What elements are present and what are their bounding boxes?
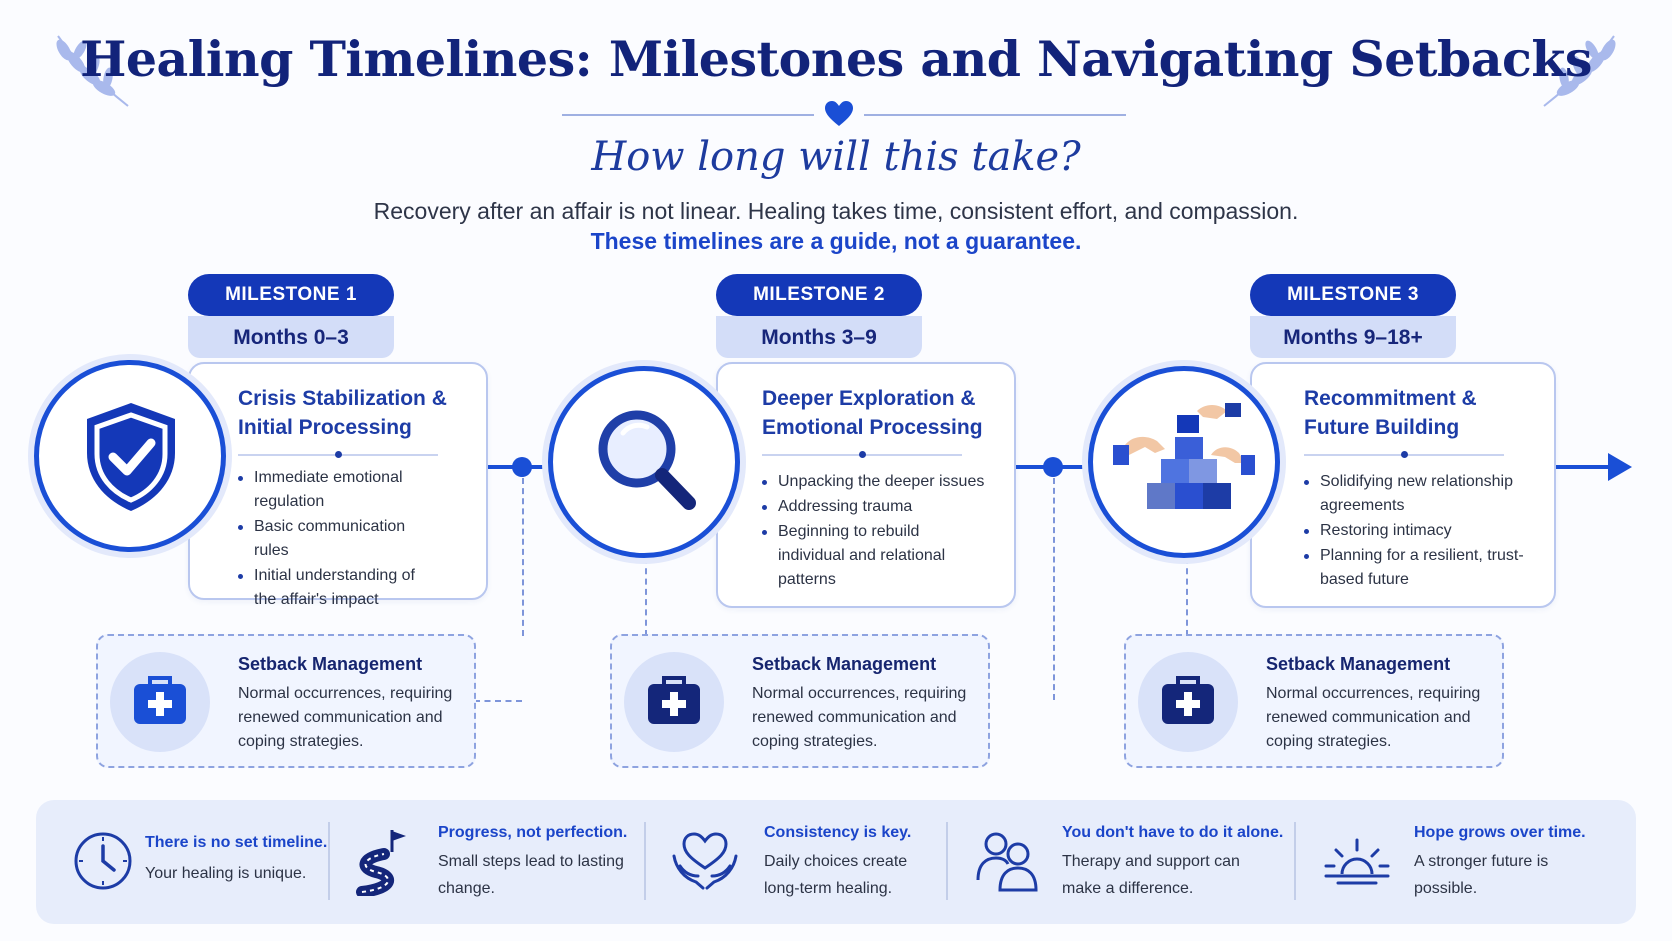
milestone-1-period: Months 0–3 xyxy=(188,316,394,358)
title-divider-left xyxy=(562,114,814,116)
list-item: Beginning to rebuild individual and rela… xyxy=(762,520,987,592)
magnifying-glass-icon xyxy=(598,410,696,510)
tip-2-title: Progress, not perfection. xyxy=(438,824,628,841)
title-divider-right xyxy=(864,114,1126,116)
milestone-2-title-line2: Emotional Processing xyxy=(762,416,983,439)
timeline-arrowhead xyxy=(1608,453,1632,481)
setback-box-3: Setback Management Normal occurrences, r… xyxy=(1124,634,1504,768)
setback-2-title: Setback Management xyxy=(752,654,937,674)
first-aid-kit-icon xyxy=(648,676,700,724)
tip-3-title: Consistency is key. xyxy=(764,824,912,841)
list-item: Immediate emotional regulation xyxy=(238,466,438,514)
milestone-3-icon-circle xyxy=(1088,366,1280,558)
laurel-left-icon xyxy=(56,35,129,107)
setback-2-text: Normal occurrences, requiring renewed co… xyxy=(752,685,967,750)
connector-dash xyxy=(474,700,522,702)
list-item: Initial understanding of the affair's im… xyxy=(238,564,438,612)
sunrise-icon xyxy=(1324,838,1390,885)
milestone-3-title-line1: Recommitment & xyxy=(1304,387,1477,410)
tips-divider xyxy=(328,822,330,900)
timeline-segment-3 xyxy=(1556,465,1612,469)
tip-4-text: Therapy and support can make a differenc… xyxy=(1062,853,1240,897)
tips-divider xyxy=(644,822,646,900)
page-subtitle: How long will this take? xyxy=(591,134,1081,180)
milestone-2-title-line1: Deeper Exploration & xyxy=(762,387,976,410)
setback-box-2: Setback Management Normal occurrences, r… xyxy=(610,634,990,768)
milestone-1-icon-circle xyxy=(34,360,226,552)
tips-divider xyxy=(946,822,948,900)
milestone-1-title: Crisis Stabilization & Initial Processin… xyxy=(238,384,447,442)
tip-5-text: A stronger future is possible. xyxy=(1414,853,1549,897)
milestone-3-label: MILESTONE 3 xyxy=(1250,274,1456,316)
milestone-3-card: Recommitment & Future Building Solidifyi… xyxy=(1250,362,1556,608)
milestone-2-label: MILESTONE 2 xyxy=(716,274,922,316)
setback-3-icon-circle xyxy=(1138,652,1238,752)
setback-1-text: Normal occurrences, requiring renewed co… xyxy=(238,685,453,750)
connector-dash xyxy=(522,478,524,636)
milestone-1-title-line2: Initial Processing xyxy=(238,416,412,439)
milestone-2-icon-circle xyxy=(548,366,740,558)
milestone-2-title: Deeper Exploration & Emotional Processin… xyxy=(762,384,983,442)
milestone-2-bullets: Unpacking the deeper issues Addressing t… xyxy=(762,470,987,593)
milestone-2-card: Deeper Exploration & Emotional Processin… xyxy=(716,362,1016,608)
tips-divider xyxy=(1294,822,1296,900)
shield-check-icon xyxy=(87,403,175,511)
tip-1-title: There is no set timeline. xyxy=(145,834,328,851)
milestone-1-card: Crisis Stabilization & Initial Processin… xyxy=(188,362,488,608)
people-icon xyxy=(976,832,1038,892)
tip-5-title: Hope grows over time. xyxy=(1414,824,1586,841)
milestone-3-separator-dot xyxy=(1401,451,1408,458)
milestone-1-title-line1: Crisis Stabilization & xyxy=(238,387,447,410)
milestone-3-bullets: Solidifying new relationship agreements … xyxy=(1304,470,1534,593)
first-aid-kit-icon xyxy=(134,676,186,724)
hands-heart-icon xyxy=(672,832,738,890)
list-item: Unpacking the deeper issues xyxy=(762,470,987,494)
setback-3-title: Setback Management xyxy=(1266,654,1451,674)
list-item: Restoring intimacy xyxy=(1304,519,1534,543)
tips-band xyxy=(36,800,1636,924)
first-aid-kit-icon xyxy=(1162,676,1214,724)
milestone-1-separator-dot xyxy=(335,451,342,458)
milestone-3-title: Recommitment & Future Building xyxy=(1304,384,1477,442)
milestone-1-label: MILESTONE 1 xyxy=(188,274,394,316)
setback-2-icon-circle xyxy=(624,652,724,752)
building-blocks-icon xyxy=(1113,403,1255,509)
connector-dash xyxy=(645,558,647,636)
tip-4-title: You don't have to do it alone. xyxy=(1062,824,1284,841)
connector-dash xyxy=(1186,558,1188,636)
setback-1-icon-circle xyxy=(110,652,210,752)
page-title: Healing Timelines: Milestones and Naviga… xyxy=(80,30,1592,88)
setback-1-title: Setback Management xyxy=(238,654,423,674)
timeline-node-2 xyxy=(1043,457,1063,477)
list-item: Planning for a resilient, trust-based fu… xyxy=(1304,544,1534,592)
milestone-3-title-line2: Future Building xyxy=(1304,416,1460,439)
connector-dash xyxy=(1053,478,1055,700)
laurel-right-icon xyxy=(1543,35,1616,107)
winding-road-flag-icon xyxy=(356,830,406,896)
list-item: Solidifying new relationship agreements xyxy=(1304,470,1534,518)
list-item: Addressing trauma xyxy=(762,495,987,519)
tip-1-text: Your healing is unique. xyxy=(145,865,307,882)
milestone-2-period: Months 3–9 xyxy=(716,316,922,358)
clock-icon xyxy=(74,832,132,890)
tip-2-text: Small steps lead to lasting change. xyxy=(438,853,624,897)
tip-3-text: Daily choices create long-term healing. xyxy=(764,853,908,897)
milestone-3-period: Months 9–18+ xyxy=(1250,316,1456,358)
intro-text: Recovery after an affair is not linear. … xyxy=(373,198,1299,224)
setback-box-1: Setback Management Normal occurrences, r… xyxy=(96,634,476,768)
heart-icon xyxy=(825,101,853,126)
list-item: Basic communication rules xyxy=(238,515,438,563)
milestone-1-bullets: Immediate emotional regulation Basic com… xyxy=(238,466,438,613)
timeline-node-1 xyxy=(512,457,532,477)
setback-3-text: Normal occurrences, requiring renewed co… xyxy=(1266,685,1481,750)
intro-emphasis: These timelines are a guide, not a guara… xyxy=(590,228,1082,254)
milestone-2-separator-dot xyxy=(859,451,866,458)
